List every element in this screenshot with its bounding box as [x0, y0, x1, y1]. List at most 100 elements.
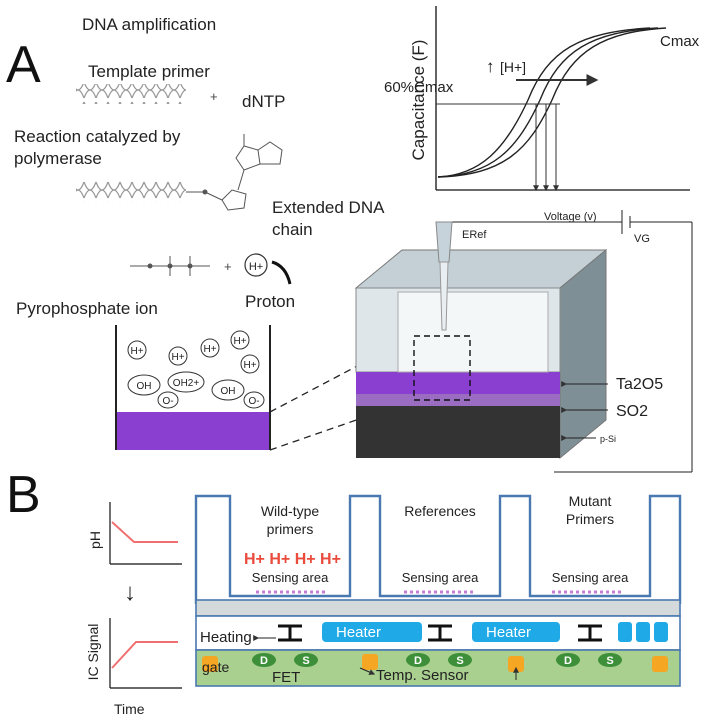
vg-label: VG [634, 233, 650, 245]
eref-label: ERef [462, 229, 487, 241]
time-xlabel: Time [114, 701, 145, 717]
drain-label: D [564, 655, 572, 667]
gate-pad [202, 656, 218, 672]
ic-signal-ylabel: IC Signal [85, 624, 101, 681]
dna-amplification-title: DNA amplification [82, 15, 216, 34]
proton-symbol: H+ [249, 261, 263, 273]
svg-text:OH2+: OH2+ [173, 378, 200, 389]
fet-regions [252, 653, 622, 667]
ta2o5-label: Ta2O5 [616, 376, 663, 393]
svg-text:H+: H+ [233, 336, 246, 347]
svg-text:H+: H+ [130, 346, 143, 357]
template-primer-helix [76, 84, 186, 104]
proton-label: Proton [245, 292, 295, 311]
temp-sensor-pad [508, 656, 524, 672]
surface-groups: H+ H+ H+ H+ H+ OH OH2+ OH O- O- [127, 330, 265, 409]
hplus-ion: H+ [200, 338, 220, 358]
reference-electrode [435, 221, 453, 331]
zoom-line-bottom [269, 399, 415, 451]
reaction-line-2: polymerase [14, 149, 102, 168]
capacitance-ylabel: Capacitance (F) [409, 40, 428, 161]
panel-b-label: B [6, 466, 41, 524]
oh-group: OH [211, 379, 245, 401]
temp-sensor-label: Temp. Sensor [376, 667, 469, 684]
ph-ylabel: pH [87, 531, 103, 549]
mutant-line-1: Mutant [569, 493, 612, 509]
chip-chambers [194, 494, 682, 604]
hplus-ion: H+ [230, 330, 250, 350]
template-primer-label: Template primer [88, 62, 210, 81]
extended-dna-line-2: chain [272, 220, 313, 239]
sensing-well [115, 325, 271, 450]
temp-sensor-arrow [359, 667, 376, 675]
sensing-area-label-2: Sensing area [402, 570, 479, 585]
dntp-label: dNTP [242, 92, 285, 111]
oh-group: OH [127, 374, 161, 396]
voltage-xlabel: Voltage (v) [544, 211, 597, 223]
svg-text:H+: H+ [243, 360, 256, 371]
proton-arrow-icon [271, 260, 292, 285]
extended-dna-helix [76, 180, 186, 202]
panel-a-label: A [6, 36, 41, 94]
drain-label: D [260, 655, 268, 667]
sensor-device-block [354, 248, 608, 460]
source-label: S [606, 655, 613, 667]
svg-text:O-: O- [162, 396, 173, 407]
svg-text:H+: H+ [171, 352, 184, 363]
heater-label-1: Heater [336, 624, 381, 641]
fet-label: FET [272, 669, 300, 686]
hplus-row: H+ H+ H+ H+ [244, 551, 341, 568]
capacitance-plot [435, 6, 690, 192]
arrow-up-icon: ↑ [486, 57, 495, 76]
wild-type-line-2: primers [267, 521, 314, 537]
ph-mini-plot [109, 502, 182, 565]
plus-sign-1: + [210, 89, 218, 104]
svg-text:OH: OH [221, 386, 236, 397]
cmax-label: Cmax [660, 33, 700, 50]
sensing-area-label-3: Sensing area [552, 570, 629, 585]
source-label: S [456, 655, 463, 667]
down-arrow-icon: ↓ [124, 579, 136, 606]
so2-label: SO2 [616, 403, 648, 420]
svg-text:OH: OH [137, 381, 152, 392]
hplus-ion: H+ [127, 340, 147, 360]
nucleotide-structure-icon [186, 134, 283, 211]
o-minus-group: O- [243, 391, 265, 409]
gate-symbols [278, 624, 602, 642]
gate-pad [652, 656, 668, 672]
pyrophosphate-structure-icon [130, 256, 210, 276]
drain-label: D [414, 655, 422, 667]
hplus-ion: H+ [240, 354, 260, 374]
sensing-area-label-1: Sensing area [252, 570, 329, 585]
references-label: References [404, 503, 476, 519]
hplus-ion: H+ [168, 346, 188, 366]
mutant-line-2: Primers [566, 511, 614, 527]
ic-signal-mini-plot [109, 618, 182, 689]
heater-label-2: Heater [486, 624, 531, 641]
c60-label: 60%Cmax [384, 79, 454, 96]
plus-sign-2: + [224, 259, 232, 274]
heater-layer [195, 615, 681, 651]
proton-circle [244, 253, 268, 277]
membrane-layer [195, 599, 681, 617]
temp-sensor-pad [362, 654, 378, 670]
circuit-wire [440, 210, 693, 473]
svg-text:O-: O- [248, 396, 259, 407]
psi-label: p-Si [600, 434, 616, 444]
svg-text:H+: H+ [203, 344, 216, 355]
reaction-line-1: Reaction catalyzed by [14, 127, 181, 146]
hplus-concentration-label: [H+] [500, 59, 526, 75]
wild-type-line-1: Wild-type [261, 503, 320, 519]
gate-label: gate [202, 659, 229, 675]
substrate-layer [195, 649, 681, 687]
oxide-layer [117, 412, 269, 450]
oh2-group: OH2+ [167, 371, 205, 393]
pyrophosphate-label: Pyrophosphate ion [16, 299, 158, 318]
o-minus-group: O- [157, 391, 179, 409]
heater-blocks [322, 622, 668, 642]
heating-label: Heating [200, 629, 252, 646]
source-label: S [302, 655, 309, 667]
extended-dna-line-1: Extended DNA [272, 198, 385, 217]
